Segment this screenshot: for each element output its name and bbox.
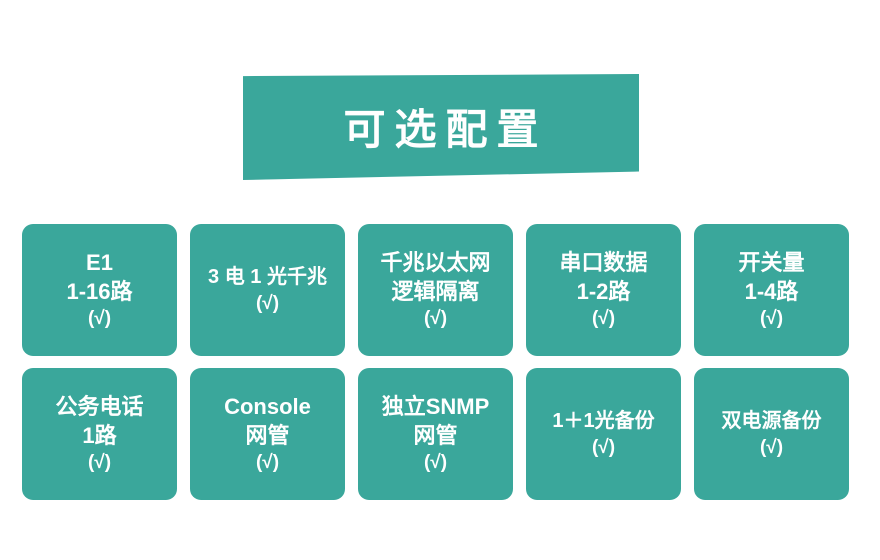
banner-title: 可选配置: [343, 105, 548, 153]
banner: 可选配置: [243, 74, 639, 180]
feature-card-line: 1＋1光备份: [552, 410, 655, 433]
feature-card-line: E1: [86, 250, 113, 276]
feature-card-row: 公务电话 1路 (√) Console 网管 (√) 独立SNMP 网管 (√)…: [22, 368, 858, 500]
feature-card-switching-value[interactable]: 开关量 1-4路 (√): [694, 224, 849, 356]
feature-card-service-phone[interactable]: 公务电话 1路 (√): [22, 368, 177, 500]
feature-card-check: (√): [423, 452, 448, 474]
feature-card-line: 千兆以太网: [380, 250, 491, 276]
feature-card-check: (√): [759, 308, 784, 330]
feature-card-check: (√): [759, 436, 784, 458]
feature-card-line: 开关量: [738, 250, 805, 276]
feature-card-grid: E1 1-16路 (√) 3 电 1 光千兆 (√) 千兆以太网 逻辑隔离 (√…: [22, 224, 858, 500]
feature-card-gigabit-ethernet-logical-isolation[interactable]: 千兆以太网 逻辑隔离 (√): [358, 224, 513, 356]
feature-card-row: E1 1-16路 (√) 3 电 1 光千兆 (√) 千兆以太网 逻辑隔离 (√…: [22, 224, 858, 356]
feature-card-check: (√): [87, 452, 112, 474]
feature-card-dual-power-backup[interactable]: 双电源备份 (√): [694, 368, 849, 500]
banner-shape: [243, 74, 639, 180]
feature-card-line: 1-2路: [576, 279, 631, 305]
feature-card-check: (√): [591, 436, 616, 458]
feature-card-1plus1-optical-backup[interactable]: 1＋1光备份 (√): [526, 368, 681, 500]
feature-card-line: 1-16路: [66, 279, 133, 305]
feature-card-3e1o-gigabit[interactable]: 3 电 1 光千兆 (√): [190, 224, 345, 356]
feature-card-line: 网管: [413, 423, 458, 449]
feature-card-console-management[interactable]: Console 网管 (√): [190, 368, 345, 500]
feature-card-check: (√): [423, 308, 448, 330]
feature-card-e1[interactable]: E1 1-16路 (√): [22, 224, 177, 356]
feature-card-check: (√): [255, 452, 280, 474]
feature-card-serial-data[interactable]: 串口数据 1-2路 (√): [526, 224, 681, 356]
feature-card-line: 串口数据: [559, 250, 648, 276]
feature-card-line: 3 电 1 光千兆: [208, 266, 327, 289]
feature-card-line: 独立SNMP: [381, 394, 490, 420]
feature-card-check: (√): [87, 308, 112, 330]
feature-card-line: 1路: [82, 423, 117, 449]
feature-card-independent-snmp-management[interactable]: 独立SNMP 网管 (√): [358, 368, 513, 500]
feature-card-line: 双电源备份: [721, 410, 822, 433]
feature-card-line: Console: [224, 394, 311, 420]
feature-card-line: 1-4路: [744, 279, 799, 305]
feature-card-line: 网管: [245, 423, 290, 449]
feature-card-line: 公务电话: [55, 394, 144, 420]
feature-card-check: (√): [255, 292, 280, 314]
feature-card-line: 逻辑隔离: [391, 279, 480, 305]
feature-card-check: (√): [591, 308, 616, 330]
